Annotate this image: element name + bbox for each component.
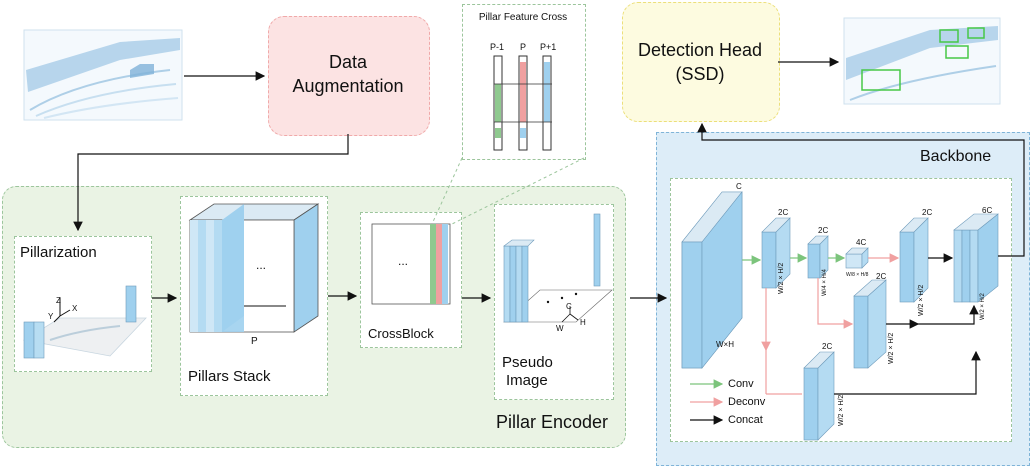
b1-size: W×H	[716, 340, 734, 349]
pfc-label-p-minus-1: P-1	[490, 42, 505, 52]
data-augmentation-box	[268, 16, 430, 136]
b4-channels: 4C	[856, 238, 867, 247]
b7-channels: 2C	[822, 342, 833, 351]
b3-channels: 2C	[818, 226, 829, 235]
detection-head-box	[622, 2, 780, 122]
pillarization-scene	[22, 285, 147, 359]
lidar-detections-image	[843, 17, 1001, 105]
pillarization-title: Pillarization	[20, 244, 97, 261]
b5-channels: 2C	[922, 208, 933, 217]
pillar-feature-cross-bars	[493, 55, 552, 151]
pseudo-image-cube	[503, 213, 613, 323]
b5-size: W/2 × H/2	[918, 284, 925, 316]
detection-head-label-2: (SSD)	[675, 64, 725, 84]
crossblock-title: CrossBlock	[368, 326, 434, 341]
b8-size: W/2 × H/2	[980, 293, 986, 320]
pseudo-dim-h: H	[580, 318, 586, 327]
legend-conv: Conv	[728, 378, 754, 390]
pillars-stack-dots: ...	[256, 258, 267, 272]
b8-channels: 6C	[982, 206, 993, 215]
pfc-label-p: P	[520, 42, 527, 52]
b6-channels: 2C	[876, 272, 887, 281]
b3-size: W/4 × H/4	[822, 269, 828, 296]
pseudo-dim-w: W	[556, 324, 564, 333]
pseudo-image-title-1: Pseudo	[502, 354, 553, 371]
pillars-stack-p-label: P	[251, 336, 258, 347]
backbone-blocks	[681, 191, 999, 441]
crossblock-matrix	[371, 223, 451, 305]
b4-size: W/8 × H/8	[846, 272, 869, 278]
pillar-encoder-title: Pillar Encoder	[496, 412, 609, 432]
b2-channels: 2C	[778, 208, 789, 217]
pillars-stack-title: Pillars Stack	[188, 368, 271, 385]
legend-concat: Concat	[728, 414, 763, 426]
b6-size: W/2 × H/2	[888, 332, 895, 364]
pillar-feature-cross-title: Pillar Feature Cross	[478, 12, 568, 23]
b1-channels: C	[736, 182, 742, 191]
augmentation-label-2: Augmentation	[292, 76, 404, 96]
pseudo-image-title-2: Image	[506, 372, 548, 389]
pseudo-dim-c: C	[566, 302, 572, 311]
b7-size: W/2 × H/2	[838, 394, 845, 426]
detection-head-label-1: Detection Head	[637, 40, 763, 60]
pillars-stack-cube	[188, 203, 320, 333]
b2-size: W/2 × H/2	[778, 262, 785, 294]
pfc-label-p-plus-1: P+1	[540, 42, 557, 52]
backbone-title: Backbone	[920, 148, 992, 165]
axis-z-label: Z	[56, 296, 61, 305]
legend-deconv: Deconv	[728, 396, 766, 408]
axis-x-label: X	[72, 304, 78, 313]
crossblock-dots: ...	[398, 254, 409, 268]
axis-y-label: Y	[48, 312, 54, 321]
lidar-pointcloud-image	[23, 29, 183, 121]
augmentation-label-1: Data	[328, 52, 368, 72]
